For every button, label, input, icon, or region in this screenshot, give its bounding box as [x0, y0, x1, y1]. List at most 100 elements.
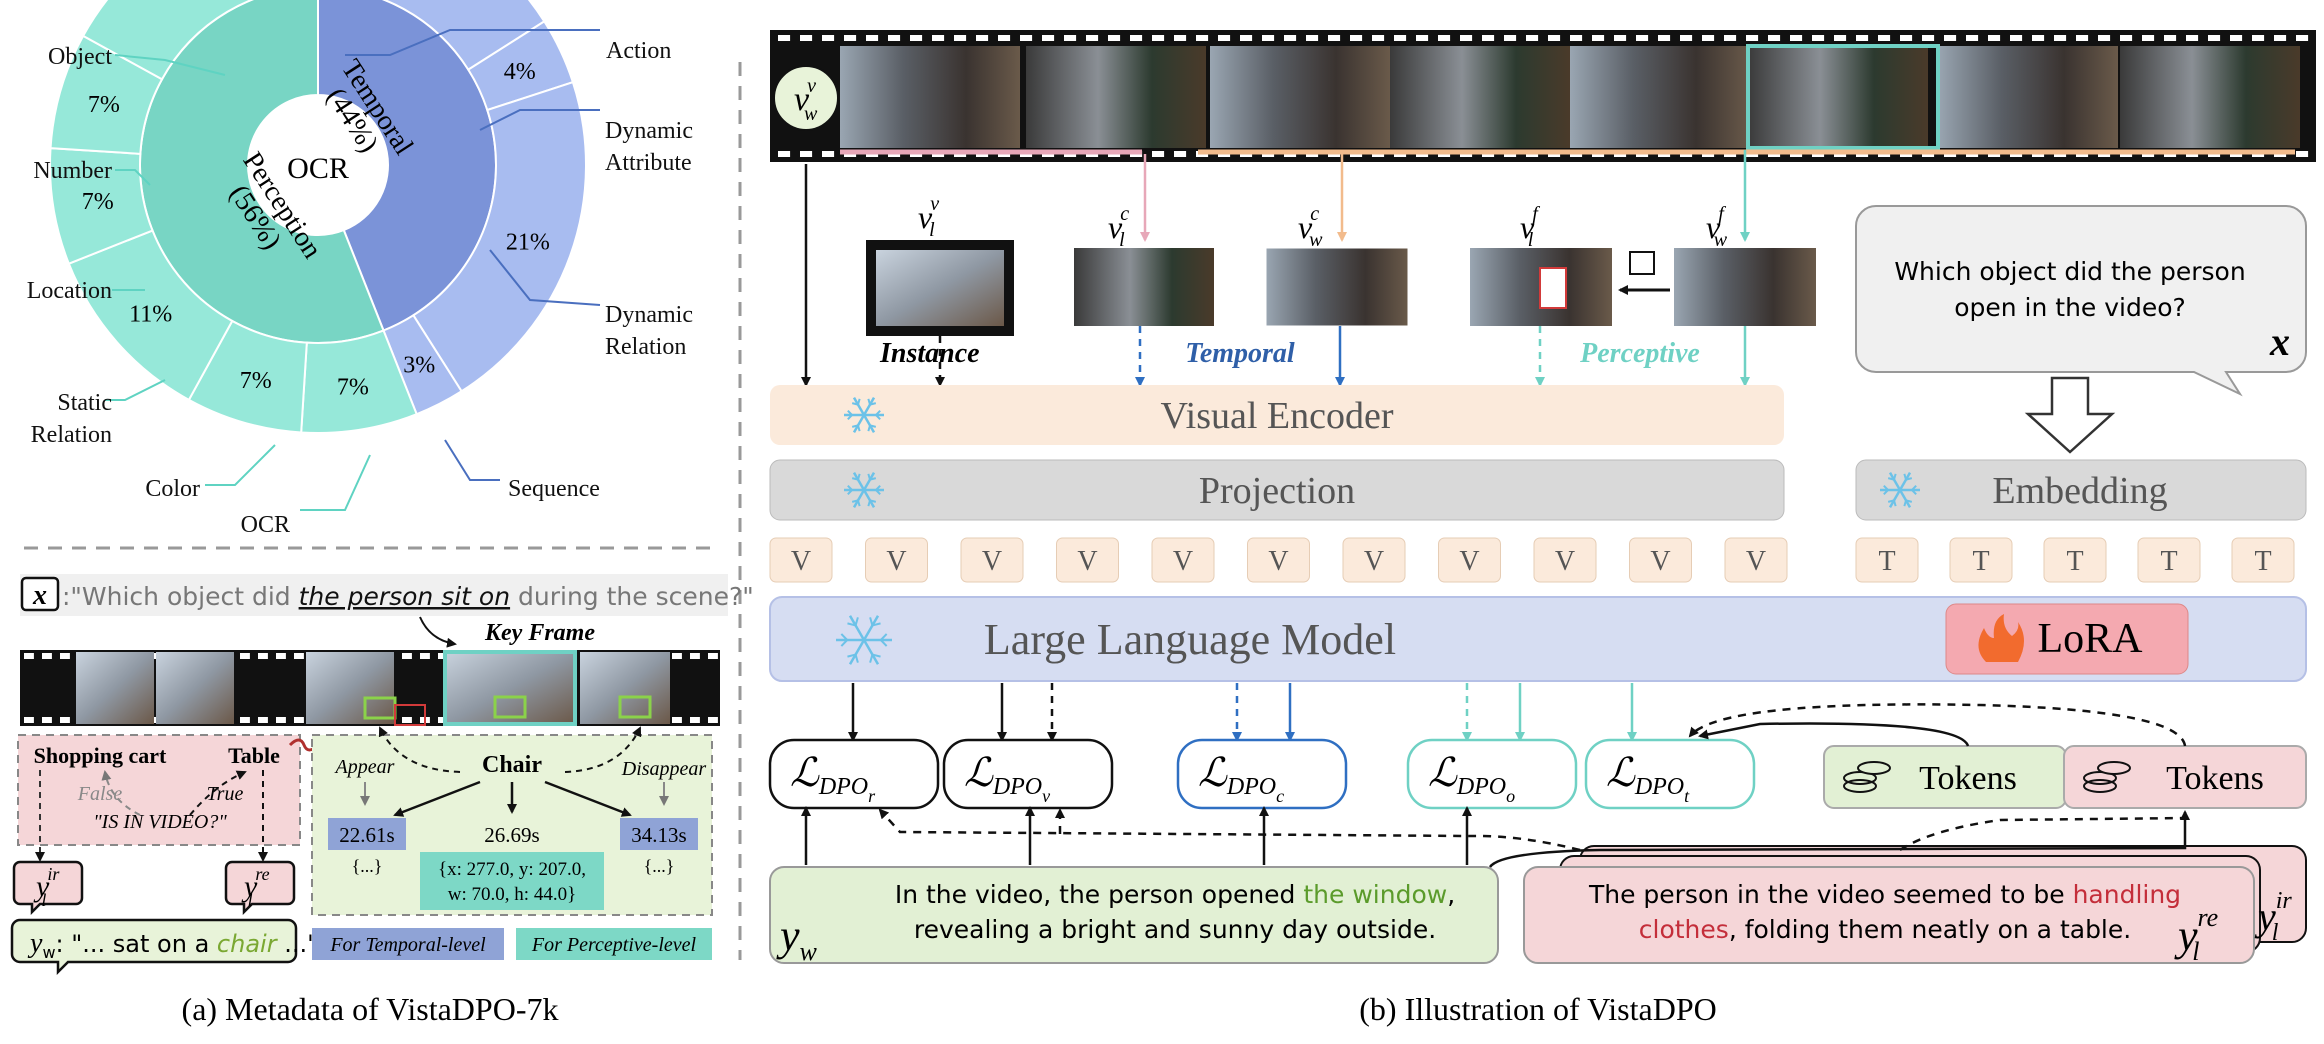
sprocket-hole [1284, 35, 1297, 41]
leader-ocr [300, 454, 371, 511]
key-segment-highlight [1746, 44, 1940, 150]
t2-text: 26.69s [484, 823, 539, 847]
sprocket-hole [2274, 35, 2287, 41]
outer-pct-dynamic-relation: 21% [506, 230, 550, 256]
outer-pct-static-relation: 11% [129, 301, 172, 327]
v-token-label: V [1459, 546, 1479, 577]
v-token-label: V [791, 546, 811, 577]
projection-box [769, 459, 1785, 521]
v-token [1533, 537, 1597, 583]
shopping-cart-label: Shopping cart [34, 743, 167, 768]
metadata-panel: x :"Which object did the person sit on d… [10, 574, 754, 976]
sprocket-hole [690, 653, 700, 659]
sprocket-hole [1020, 35, 1033, 41]
sprocket-hole [1988, 35, 2001, 41]
meta-key-frame [443, 650, 577, 726]
chair-to-t1 [393, 780, 481, 817]
meta-frame-3 [306, 652, 394, 724]
sprocket-hole [402, 653, 412, 659]
t-token [1949, 537, 2013, 583]
embedding-snowflake-icon [1880, 472, 1920, 508]
loss-box-r [768, 738, 940, 810]
label-dyn-rel-2: Relation [605, 334, 686, 360]
sprocket-hole [1372, 35, 1385, 41]
sprocket-hole [954, 35, 967, 41]
y-re-box [224, 860, 296, 916]
perceptive-label: Perceptive [1579, 338, 1700, 369]
t-token-label: T [2254, 546, 2271, 577]
sprocket-hole [1416, 35, 1429, 41]
sprocket-hole [150, 653, 160, 659]
sunburst-category-labels: Action Dynamic Attribute Dynamic Relatio… [27, 38, 693, 538]
outer-pct-location: 7% [82, 189, 114, 215]
answer-lose-line-2: clothes, folding them neatly on a table. [1639, 915, 2131, 944]
t3-text: 34.13s [631, 823, 686, 847]
sprocket-hole [1482, 35, 1495, 41]
sprocket-hole [1042, 35, 1055, 41]
sprocket-hole [1856, 35, 1869, 41]
sprocket-hole [1790, 35, 1803, 41]
visual-encoder-label: Visual Encoder [1160, 395, 1393, 437]
tokens-pink-label: Tokens [2166, 760, 2264, 797]
sprocket-hole [1196, 35, 1209, 41]
label-action: Action [606, 38, 671, 64]
sprocket-hole [1636, 35, 1649, 41]
sprocket-hole [1944, 35, 1957, 41]
answer-lose-line-1: The person in the video seemed to be han… [1588, 880, 2181, 909]
false-arrow [101, 770, 141, 816]
relation-box [17, 734, 301, 846]
sprocket-hole [1438, 35, 1451, 41]
sprocket-hole [1350, 35, 1363, 41]
sprocket-hole [1130, 35, 1143, 41]
sprocket-hole [2054, 35, 2067, 41]
vwf-thumb [1674, 248, 1816, 326]
loss-label-t: ℒDPOt [1606, 750, 1690, 806]
label-static-rel-2: Relation [31, 422, 112, 448]
meta-frame-2 [156, 652, 234, 724]
sprocket-hole [708, 717, 718, 723]
caption-left: (a) Metadata of VistaDPO-7k [182, 991, 559, 1027]
sprocket-hole [1966, 35, 1979, 41]
y-w-box [10, 918, 298, 976]
sprocket-hole [2296, 35, 2309, 41]
sprocket-hole [1768, 35, 1781, 41]
label-number: Number [33, 158, 112, 184]
sprocket-hole [1262, 35, 1275, 41]
video-frame [1390, 46, 1570, 148]
t-token [1855, 537, 1919, 583]
loss-label-r: ℒDPOr [790, 750, 876, 806]
t-token [2137, 537, 2201, 583]
yl-to-tokens [1899, 816, 2191, 852]
sprocket-hole [1570, 35, 1583, 41]
y-w-meta-text: yw: "... sat on a chair ..." [27, 928, 318, 962]
v-token [1724, 537, 1788, 583]
t3-ellipsis: {...} [644, 856, 675, 876]
sprocket-hole [2032, 35, 2045, 41]
llm-box [769, 596, 2307, 682]
instance-label: Instance [879, 338, 980, 369]
v-token-label: V [982, 546, 1002, 577]
sprocket-hole [2230, 35, 2243, 41]
sprocket-hole [778, 35, 791, 41]
v-token [865, 537, 928, 583]
sprocket-hole [240, 653, 250, 659]
label-object: Object [48, 44, 112, 70]
v-token-label: V [1650, 546, 1670, 577]
sprocket-hole [42, 653, 52, 659]
projection-snowflake-icon [844, 472, 884, 508]
answer-lose-box [1523, 866, 2255, 964]
bbox-key [493, 695, 527, 719]
sprocket-hole [2098, 35, 2111, 41]
sprocket-hole [1328, 35, 1341, 41]
sprocket-hole [2010, 35, 2023, 41]
sprocket-hole [778, 151, 791, 157]
t-token-label: T [2066, 546, 2083, 577]
sprocket-hole [438, 653, 448, 659]
bbox-line-2: w: 70.0, h: 44.0} [448, 884, 576, 905]
sprocket-hole [24, 717, 34, 723]
